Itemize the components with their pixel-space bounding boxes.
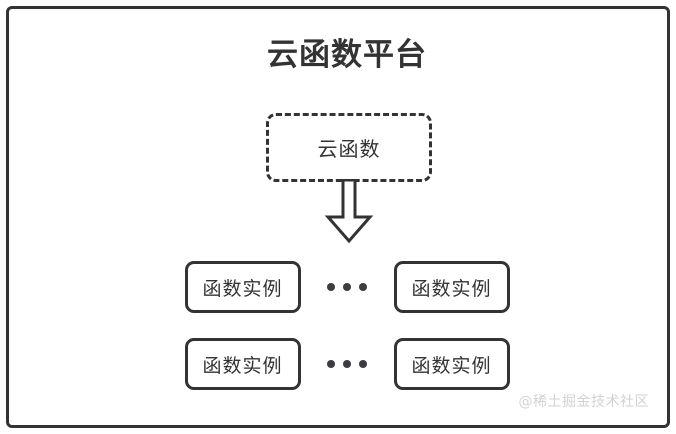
function-instance-label: 函数实例 xyxy=(202,354,283,377)
ellipsis-icon xyxy=(301,338,394,390)
watermark: @稀土掘金技术社区 xyxy=(518,394,649,410)
function-instance-box: 函数实例 xyxy=(393,338,510,390)
instance-row-1: 函数实例 函数实例 xyxy=(9,261,676,313)
cloud-function-node: 云函数 xyxy=(266,113,432,182)
instance-row-2: 函数实例 函数实例 xyxy=(9,338,676,390)
cloud-function-platform-frame: 云函数平台 云函数 函数实例 函数实例 函数实例 xyxy=(6,6,670,428)
function-instance-label: 函数实例 xyxy=(411,277,492,300)
down-arrow-icon xyxy=(323,178,375,245)
function-instance-box: 函数实例 xyxy=(393,261,510,313)
ellipsis-dot xyxy=(327,283,335,291)
ellipsis-dot xyxy=(327,360,335,368)
cloud-function-label: 云函数 xyxy=(317,137,381,161)
function-instance-box: 函数实例 xyxy=(184,261,301,313)
ellipsis-dot xyxy=(359,283,367,291)
function-instance-label: 函数实例 xyxy=(202,277,283,300)
function-instance-label: 函数实例 xyxy=(411,354,492,377)
ellipsis-dot xyxy=(343,360,351,368)
ellipsis-dot xyxy=(359,360,367,368)
ellipsis-icon xyxy=(301,261,394,313)
function-instance-box: 函数实例 xyxy=(184,338,301,390)
page-title: 云函数平台 xyxy=(267,37,427,73)
ellipsis-dot xyxy=(343,283,351,291)
